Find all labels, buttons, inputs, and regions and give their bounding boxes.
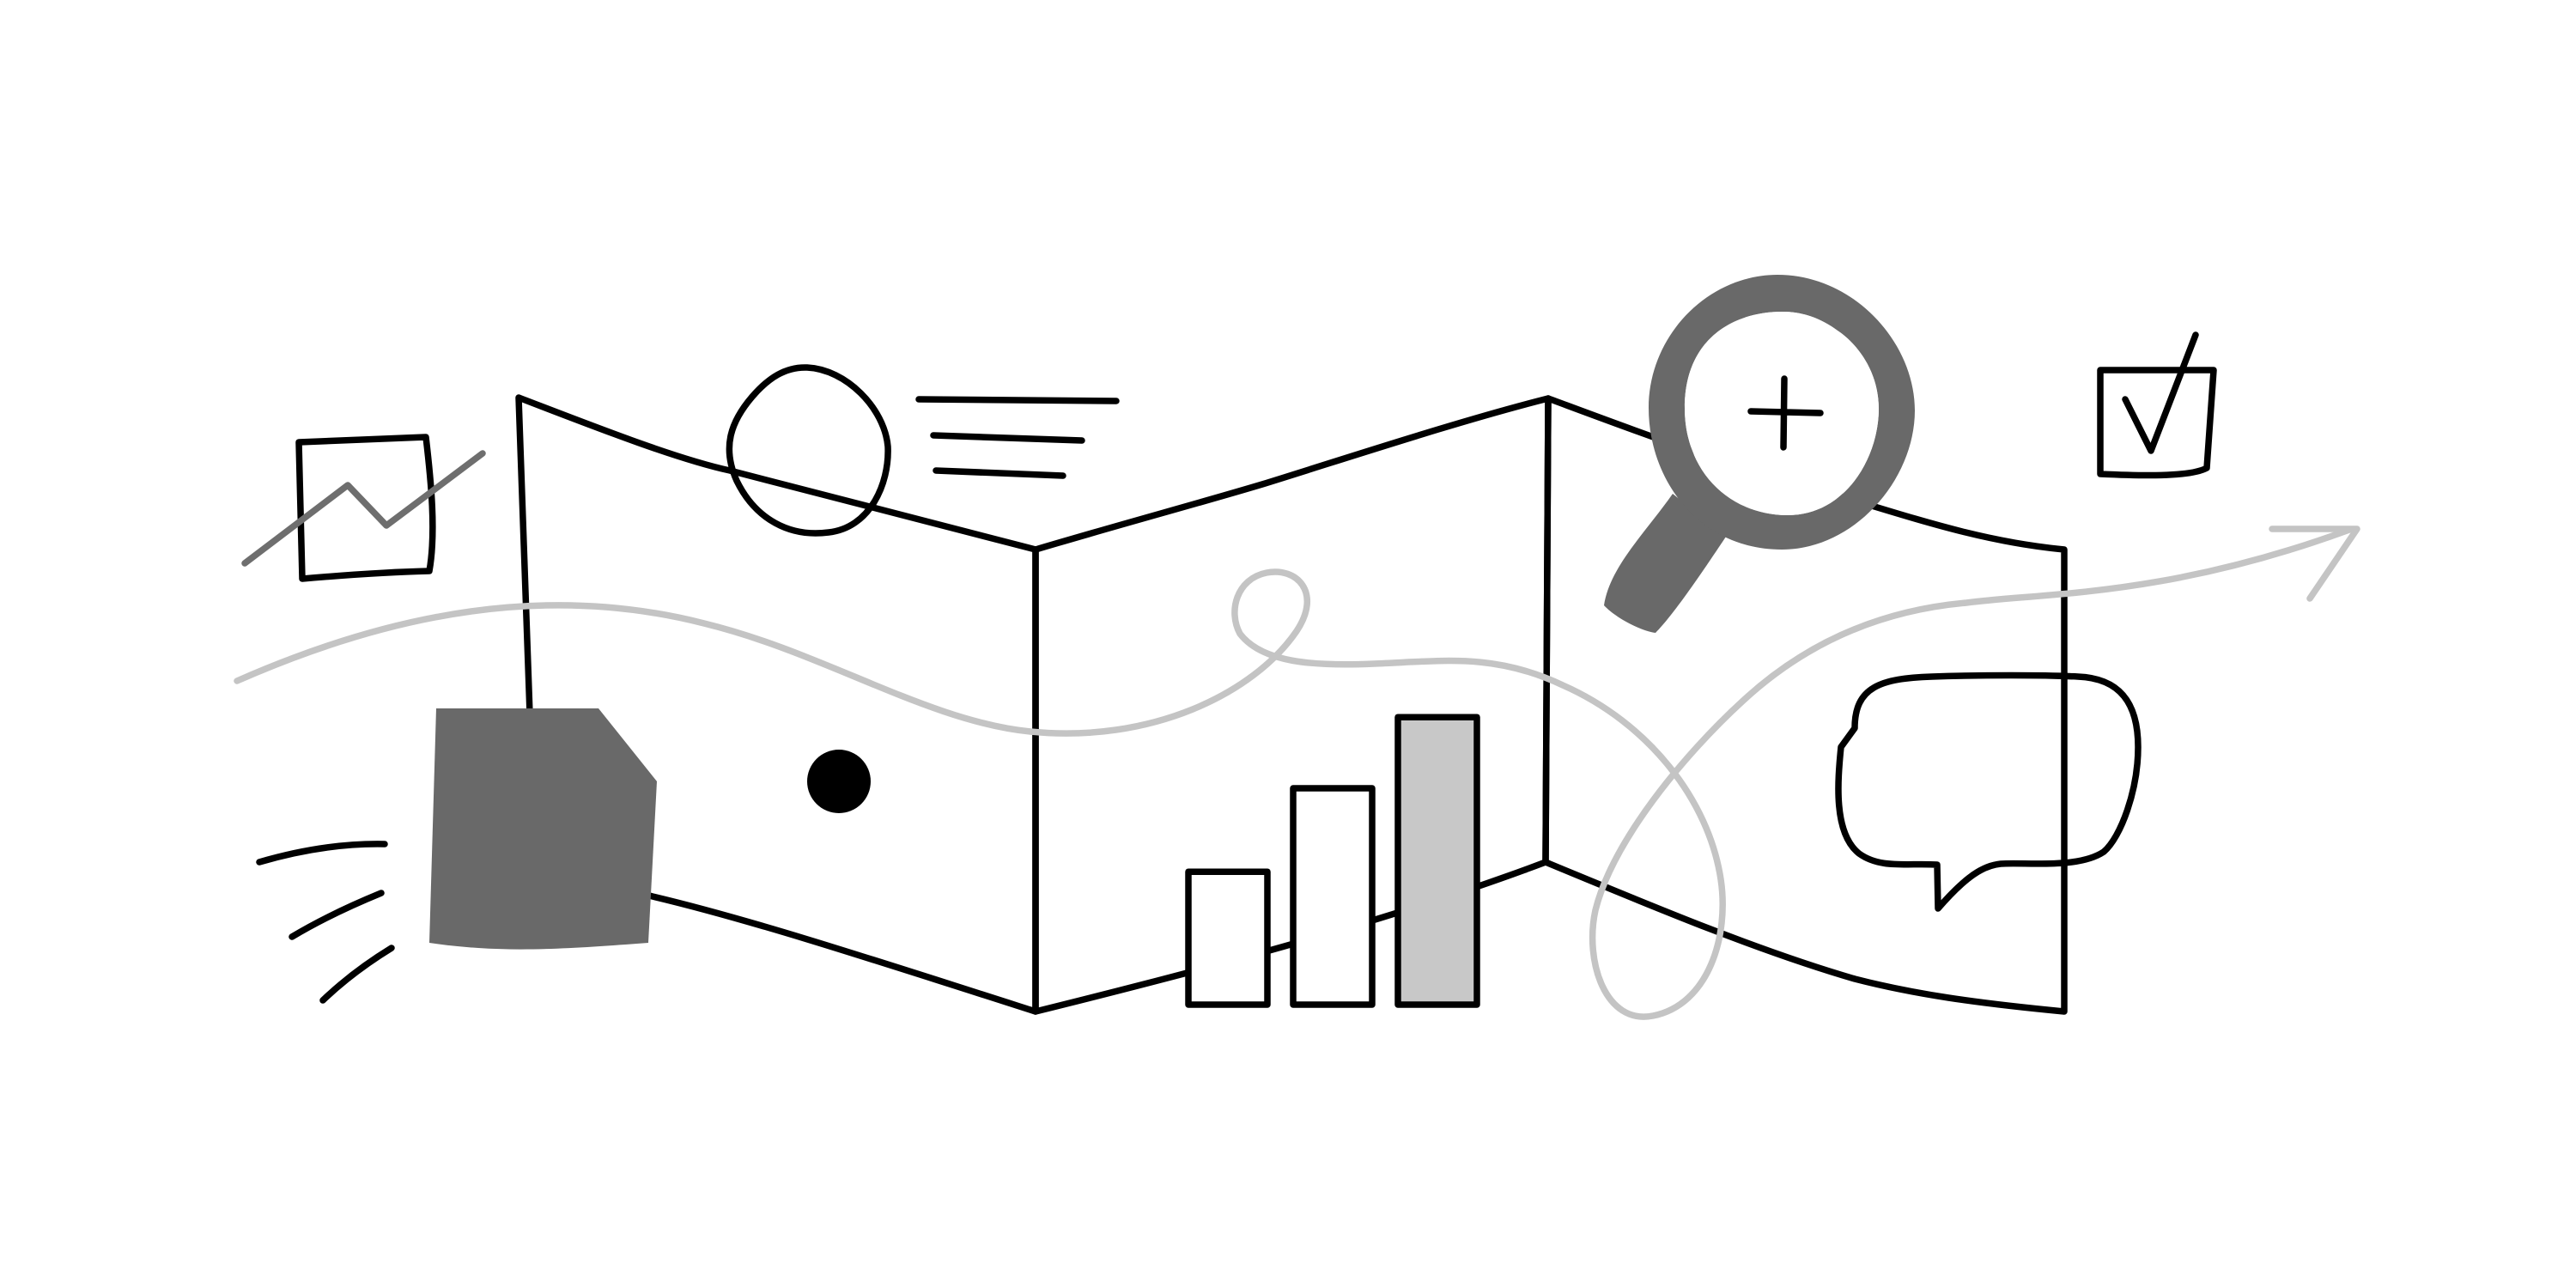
document-icon <box>429 708 657 950</box>
speed-lines-icon <box>256 841 395 1004</box>
map-panel-left <box>515 394 1039 1015</box>
bar-3 <box>1394 714 1480 1008</box>
line-chart-card-icon <box>241 434 486 582</box>
route-line <box>234 526 2353 1020</box>
magnifier-plus-icon <box>1604 275 1915 633</box>
bar-1 <box>1185 868 1271 1008</box>
checkbox-check-icon <box>2097 331 2217 479</box>
person-avatar-icon <box>726 364 891 537</box>
text-lines-icon <box>915 396 1120 479</box>
location-dot-icon <box>807 750 871 813</box>
route-arrow-icon <box>2269 526 2360 602</box>
bar-chart-icon <box>1185 714 1480 1008</box>
bar-2 <box>1290 785 1376 1008</box>
speech-bubble-icon <box>1835 671 2142 912</box>
